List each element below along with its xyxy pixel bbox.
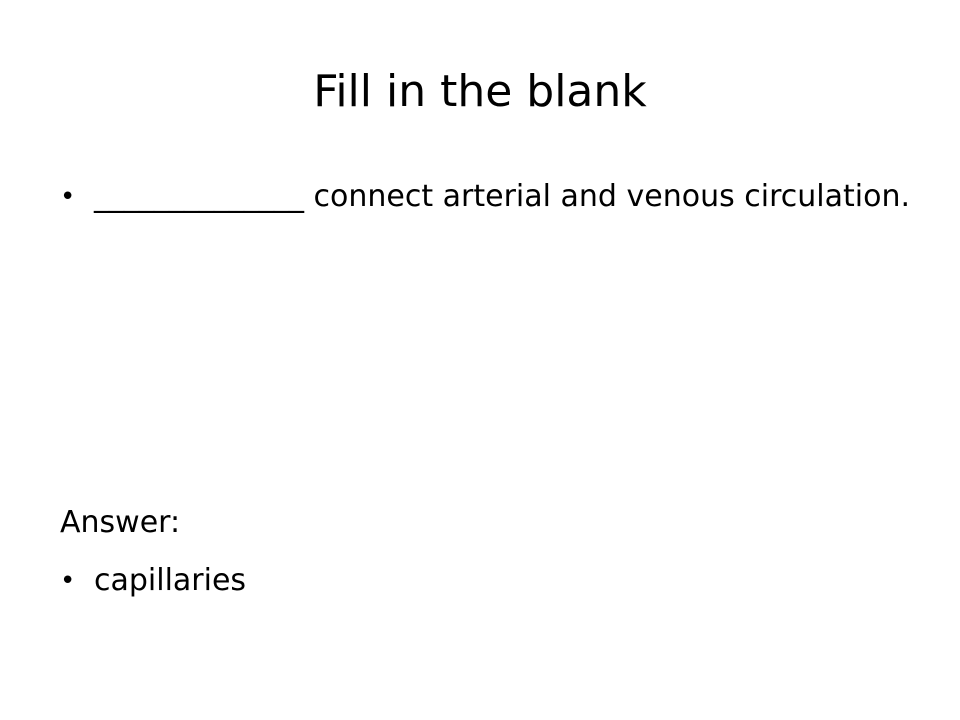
question-text: ______________ connect arterial and veno… [94, 174, 910, 220]
bullet-icon: • [60, 182, 76, 212]
answer-label: Answer: [60, 505, 181, 540]
answer-item: • capillaries [60, 558, 910, 604]
answer-text: capillaries [94, 563, 247, 598]
bullet-icon: • [60, 566, 76, 596]
question-item: • ______________ connect arterial and ve… [60, 174, 910, 220]
slide-title: Fill in the blank [313, 66, 647, 117]
blank-line: ______________ [94, 179, 304, 214]
question-body: connect arterial and venous circulation. [304, 179, 910, 214]
